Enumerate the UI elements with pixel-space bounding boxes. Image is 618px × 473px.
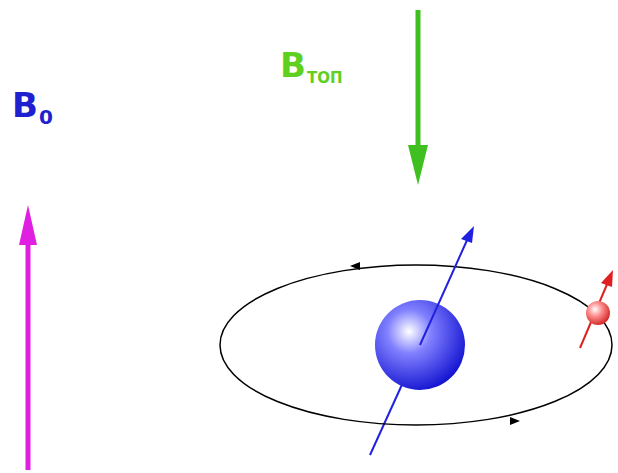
electron-sphere <box>586 301 610 325</box>
electron-spin-arrow <box>580 270 613 348</box>
field-symbol: B <box>12 88 38 122</box>
field-arrow-b0 <box>19 205 37 470</box>
orbit-direction-arrow <box>350 262 360 270</box>
field-symbol: B <box>280 48 306 82</box>
orbit-direction-arrow <box>510 417 520 425</box>
field-subscript: 0 <box>39 107 53 127</box>
electron-orbit <box>220 265 612 425</box>
field-subscript: ТОП <box>307 71 343 86</box>
field-arrow-local <box>408 10 428 185</box>
nuclear-spin-arrow <box>420 226 474 345</box>
